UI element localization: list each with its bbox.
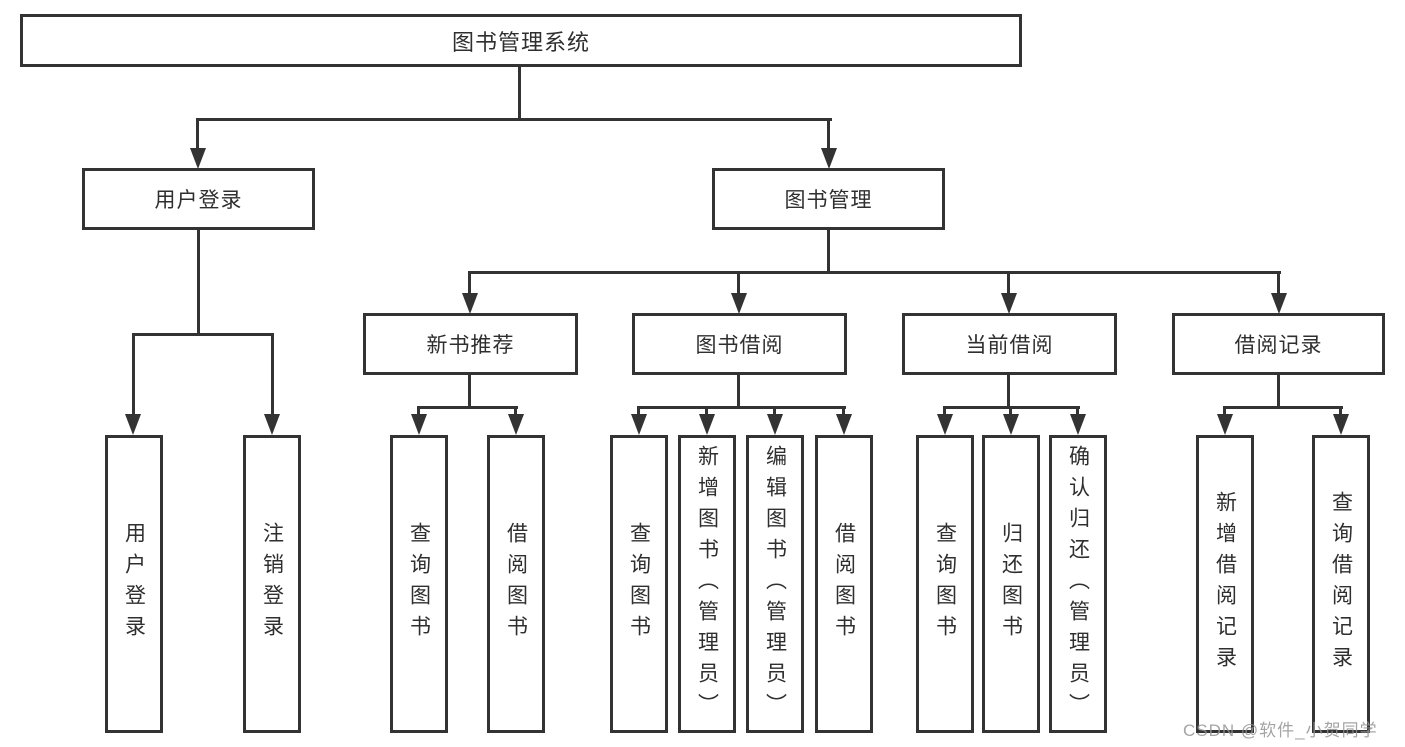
- leaf-label: 查询借阅记录: [1329, 491, 1353, 677]
- connector-root-drop-left: [196, 118, 199, 154]
- arrow-down-icon: [1001, 293, 1017, 314]
- leaf-label: 查询图书: [627, 522, 651, 646]
- leaf-label: 归还图书: [999, 522, 1023, 646]
- leaf-label: 查询图书: [933, 522, 957, 646]
- connector-current-drop-2: [1009, 406, 1012, 418]
- connector-userlogin-drop-1: [132, 333, 135, 418]
- connector-current-drop-3: [1076, 406, 1079, 418]
- leaf-label: 注销登录: [260, 522, 284, 646]
- arrow-down-icon: [937, 414, 953, 435]
- leaf-borrow-books-recommend: 借阅图书: [487, 435, 545, 733]
- node-root-library-system: 图书管理系统: [20, 14, 1022, 67]
- connector-userlogin-rail: [132, 333, 274, 336]
- arrow-down-icon: [767, 414, 783, 435]
- connector-current-stem: [1007, 375, 1010, 409]
- connector-record-rail: [1223, 406, 1343, 409]
- arrow-down-icon: [1070, 414, 1086, 435]
- leaf-logout: 注销登录: [243, 435, 301, 733]
- connector-borrow-drop-3: [773, 406, 776, 418]
- connector-borrow-drop-1: [637, 406, 640, 418]
- leaf-query-books-borrow: 查询图书: [610, 435, 668, 733]
- connector-current-drop-1: [943, 406, 946, 418]
- leaf-label: 编辑图书（管理员）: [763, 444, 787, 724]
- leaf-borrow-books: 借阅图书: [815, 435, 873, 733]
- leaf-user-login: 用户登录: [105, 435, 163, 733]
- connector-root-rail: [196, 118, 832, 121]
- connector-recommend-rail: [417, 406, 518, 409]
- connector-recommend-stem: [468, 375, 471, 409]
- arrow-down-icon: [836, 414, 852, 435]
- leaf-label: 借阅图书: [504, 522, 528, 646]
- arrow-down-icon: [264, 414, 280, 435]
- leaf-confirm-return-admin: 确认归还（管理员）: [1049, 435, 1107, 733]
- arrow-down-icon: [631, 414, 647, 435]
- connector-borrow-drop-2: [705, 406, 708, 418]
- connector-bookmgmt-drop-1: [468, 271, 471, 296]
- arrow-down-icon: [462, 293, 478, 314]
- leaf-label: 借阅图书: [832, 522, 856, 646]
- node-book-borrow: 图书借阅: [632, 313, 847, 375]
- connector-record-stem: [1277, 375, 1280, 409]
- connector-record-drop-2: [1339, 406, 1342, 418]
- connector-recommend-drop-1: [417, 406, 420, 418]
- node-new-book-recommend: 新书推荐: [363, 313, 578, 375]
- connector-bookmgmt-drop-3: [1007, 271, 1010, 296]
- node-book-management: 图书管理: [712, 168, 945, 230]
- connector-record-drop-1: [1223, 406, 1226, 418]
- leaf-label: 新增借阅记录: [1213, 491, 1237, 677]
- connector-userlogin-stem: [197, 230, 200, 336]
- node-current-borrow: 当前借阅: [902, 313, 1117, 375]
- connector-recommend-drop-2: [514, 406, 517, 418]
- arrow-down-icon: [411, 414, 427, 435]
- leaf-add-books-admin: 新增图书（管理员）: [678, 435, 736, 733]
- arrow-down-icon: [699, 414, 715, 435]
- connector-borrow-drop-4: [842, 406, 845, 418]
- connector-bookmgmt-rail: [468, 271, 1281, 274]
- leaf-query-borrow-record: 查询借阅记录: [1312, 435, 1370, 733]
- connector-userlogin-drop-2: [271, 333, 274, 418]
- arrow-down-icon: [1333, 414, 1349, 435]
- connector-borrow-stem: [737, 375, 740, 409]
- connector-bookmgmt-drop-4: [1277, 271, 1280, 296]
- arrow-down-icon: [1271, 293, 1287, 314]
- leaf-label: 确认归还（管理员）: [1066, 444, 1090, 724]
- arrow-down-icon: [1217, 414, 1233, 435]
- connector-borrow-rail: [637, 406, 846, 409]
- node-borrow-record: 借阅记录: [1172, 313, 1385, 375]
- leaf-edit-books-admin: 编辑图书（管理员）: [746, 435, 804, 733]
- arrow-down-icon: [508, 414, 524, 435]
- leaf-label: 新增图书（管理员）: [695, 444, 719, 724]
- arrow-down-icon: [190, 148, 206, 169]
- arrow-down-icon: [1003, 414, 1019, 435]
- arrow-down-icon: [125, 414, 141, 435]
- connector-bookmgmt-drop-2: [737, 271, 740, 296]
- leaf-return-books: 归还图书: [982, 435, 1040, 733]
- arrow-down-icon: [731, 293, 747, 314]
- arrow-down-icon: [821, 148, 837, 169]
- connector-root-stem: [518, 67, 521, 120]
- node-user-login: 用户登录: [82, 168, 315, 230]
- leaf-query-books-recommend: 查询图书: [390, 435, 448, 733]
- leaf-label: 用户登录: [122, 522, 146, 646]
- connector-bookmgmt-stem: [827, 230, 830, 274]
- connector-root-drop-right: [827, 118, 830, 154]
- leaf-label: 查询图书: [407, 522, 431, 646]
- csdn-watermark: CSDN @软件_小贺同学: [1183, 721, 1378, 740]
- leaf-query-books-current: 查询图书: [916, 435, 974, 733]
- leaf-add-borrow-record: 新增借阅记录: [1196, 435, 1254, 733]
